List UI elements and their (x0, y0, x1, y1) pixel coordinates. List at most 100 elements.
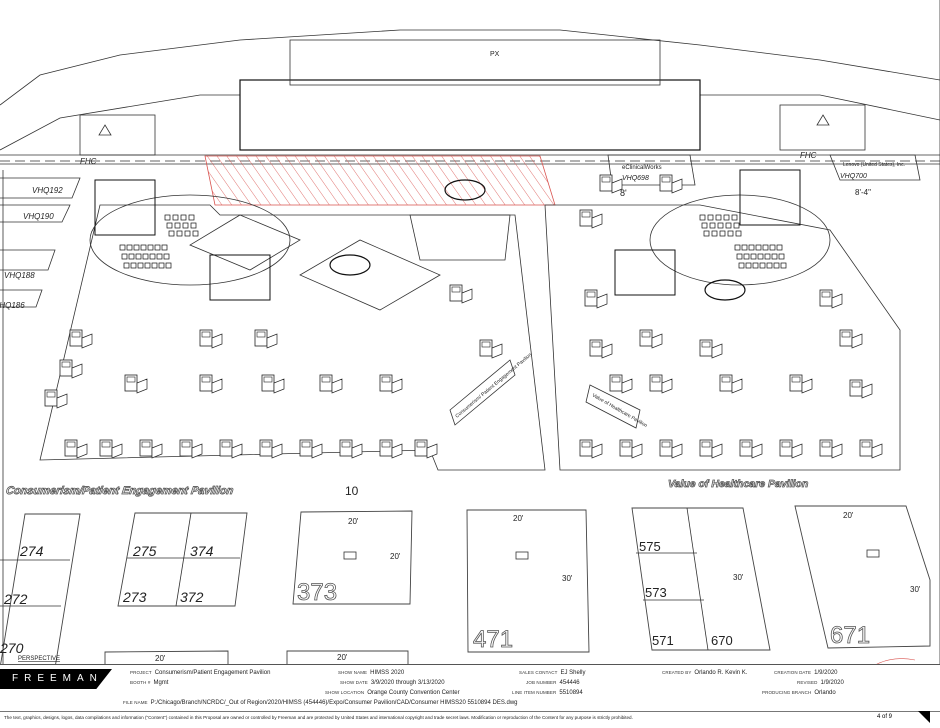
chair (188, 214, 195, 221)
chair (738, 262, 745, 269)
chair (723, 214, 730, 221)
booth-273[interactable]: 273 (122, 589, 147, 605)
display-wall (209, 254, 271, 301)
booth-471[interactable]: 471 (473, 626, 514, 654)
creation-date-label: CREATION DATE (774, 670, 812, 675)
chair (142, 253, 149, 260)
vhq-booths-left: VHQ192 VHQ190 VHQ188 VHQ186 (0, 177, 81, 310)
chair (123, 262, 130, 269)
chair (166, 222, 173, 229)
chair (168, 230, 175, 237)
chair (151, 262, 158, 269)
booth-274[interactable]: 274 (19, 543, 44, 559)
booth-571[interactable]: 571 (652, 633, 674, 648)
kiosk (254, 329, 278, 349)
kiosk (44, 389, 68, 409)
booth-272[interactable]: 272 (3, 591, 28, 607)
chair (725, 222, 732, 229)
kiosk (649, 374, 673, 394)
show-date-value: 3/9/2020 through 3/13/2020 (370, 680, 445, 686)
booth-374[interactable]: 374 (190, 543, 214, 559)
kiosk (819, 439, 843, 459)
floor-plan-drawing: PX FHC FHC VHQ192 VHQ190 VHQ188 VHQ186 e… (0, 0, 940, 668)
producing-branch-label: PRODUCING BRANCH (762, 690, 812, 695)
chair (158, 262, 165, 269)
kiosk (124, 374, 148, 394)
chair (174, 222, 181, 229)
kiosk (584, 289, 608, 309)
dim-671-depth: 30' (910, 585, 921, 594)
chair (727, 230, 734, 237)
job-number-value: 454446 (559, 680, 580, 686)
kiosk (739, 439, 763, 459)
chair (764, 253, 771, 260)
chair (703, 230, 710, 237)
kiosk (789, 374, 813, 394)
booth-372[interactable]: 372 (180, 589, 204, 605)
booth-275[interactable]: 275 (132, 543, 157, 559)
file-name-value: P:/Chicago/Branch/NCRDC/_Out of Region/2… (150, 700, 518, 706)
chair (748, 244, 755, 251)
booth-670[interactable]: 670 (711, 633, 733, 648)
booth-373[interactable]: 373 (297, 579, 338, 607)
kiosk (59, 359, 83, 379)
kiosk (579, 439, 603, 459)
label-vhq700: VHQ700 (840, 173, 867, 180)
chair (741, 244, 748, 251)
chair (130, 262, 137, 269)
kiosk (639, 329, 663, 349)
display-wall (94, 179, 156, 236)
kiosk (779, 439, 803, 459)
booth-573[interactable]: 573 (645, 585, 667, 600)
kiosk (379, 374, 403, 394)
dim-373-width: 20' (348, 517, 359, 526)
freeman-logo: FREEMAN (0, 669, 112, 689)
booth-575[interactable]: 575 (639, 539, 661, 554)
dim-671-width: 20' (843, 511, 854, 520)
chair (709, 222, 716, 229)
label-dimension-8: 8' (620, 188, 627, 198)
kiosk (199, 329, 223, 349)
kiosk (99, 439, 123, 459)
pavilion-title-left: Consumerism/Patient Engagement Pavilion (5, 485, 234, 497)
chair (735, 230, 742, 237)
kiosk (699, 339, 723, 359)
line-item-value: 5510894 (559, 690, 583, 696)
chair (769, 244, 776, 251)
label-px: PX (490, 51, 500, 58)
chair (755, 244, 762, 251)
chair (733, 222, 740, 229)
kiosk (64, 439, 88, 459)
booth-grid: 274 272 270 275 374 273 372 373 471 575 … (0, 505, 931, 668)
chair (759, 262, 766, 269)
kiosk (179, 439, 203, 459)
chair (780, 262, 787, 269)
chair (771, 253, 778, 260)
booth-value: Mgmt (153, 680, 169, 686)
chair (773, 262, 780, 269)
chair (736, 253, 743, 260)
booth-671[interactable]: 671 (830, 622, 871, 650)
chair (128, 253, 135, 260)
chair (121, 253, 128, 260)
kiosk (479, 339, 503, 359)
label-fhc-left: FHC (80, 157, 97, 166)
corner-mark (918, 711, 930, 723)
chair (719, 230, 726, 237)
page-number: 4 of 9 (877, 714, 893, 720)
chair (750, 253, 757, 260)
chair (734, 244, 741, 251)
exhibitors-right: eClinicalWorks VHQ698 Lenovo (United Sta… (607, 154, 921, 198)
disclaimer: The text, graphics, designs, logos, data… (4, 715, 633, 720)
kiosk-tower (704, 279, 746, 301)
chair (766, 262, 773, 269)
hatched-restricted-area (204, 155, 556, 206)
chair (137, 262, 144, 269)
kiosk (319, 374, 343, 394)
job-number-label: JOB NUMBER (526, 680, 557, 685)
show-location-label: SHOW LOCATION (325, 690, 365, 695)
chair (135, 253, 142, 260)
booth-270[interactable]: 270 (0, 640, 24, 656)
chair (133, 244, 140, 251)
